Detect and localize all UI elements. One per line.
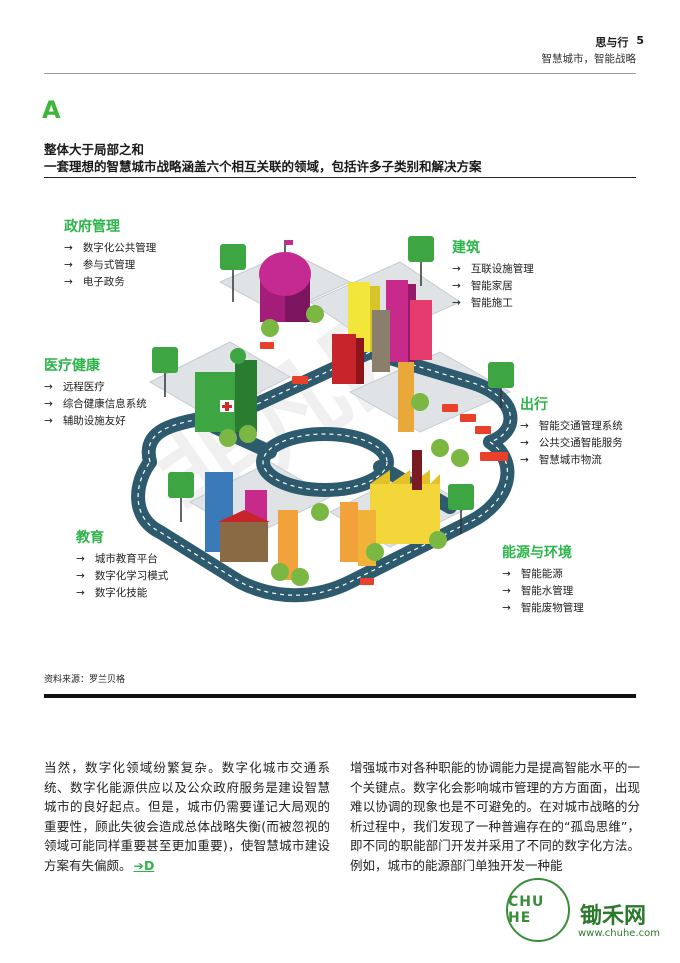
list-item: →辅助设施友好: [44, 415, 126, 427]
list-item: →智慧城市物流: [520, 454, 602, 466]
section-subheading: 一套理想的智慧城市战略涵盖六个相互关联的领域，包括许多子类别和解决方案: [44, 159, 482, 174]
category-energy: 能源与环境 →智能能源 →智能水管理 →智能废物管理: [502, 542, 584, 617]
list-item: →智能家居: [452, 280, 513, 292]
list-item: →智能废物管理: [502, 602, 584, 614]
section-heading: 整体大于局部之和: [44, 142, 145, 157]
page-number: 5: [636, 34, 644, 47]
list-item: →数字化技能: [76, 587, 148, 599]
list-item: →智能施工: [452, 297, 513, 309]
category-title: 能源与环境: [502, 545, 572, 561]
heading-rule: [44, 177, 636, 178]
list-item: →互联设施管理: [452, 263, 534, 275]
list-item: →数字化学习模式: [76, 570, 169, 582]
category-government: 政府管理 →数字化公共管理 →参与式管理 →电子政务: [64, 216, 156, 291]
site-logo-name: 锄禾网: [580, 904, 647, 929]
header-rule: [44, 73, 636, 74]
header-title: 思与行: [595, 36, 629, 49]
list-item: →数字化公共管理: [64, 242, 157, 254]
category-title: 政府管理: [64, 219, 120, 235]
body-column-left: 当然，数字化领域纷繁复杂。数字化城市交通系统、数字化能源供应以及公众政府服务是建…: [44, 760, 330, 873]
running-header: 思与行 5: [595, 34, 644, 50]
category-title: 医疗健康: [44, 358, 100, 374]
chuhe-logo-badge: CHU HE: [506, 878, 570, 942]
category-building: 建筑 →互联设施管理 →智能家居 →智能施工: [452, 237, 534, 312]
list-item: →城市教育平台: [76, 553, 158, 565]
list-item: →公共交通智能服务: [520, 437, 623, 449]
smart-city-illustration: [131, 236, 518, 603]
category-education: 教育 →城市教育平台 →数字化学习模式 →数字化技能: [76, 527, 168, 602]
list-item: →智能水管理: [502, 585, 574, 597]
category-health: 医疗健康 →远程医疗 →综合健康信息系统 →辅助设施友好: [44, 355, 147, 430]
list-item: →参与式管理: [64, 259, 136, 271]
body-column-right: 增强城市对各种职能的协调能力是提高智能水平的一个关键点。数字化会影响城市管理的方…: [350, 760, 640, 873]
category-title: 教育: [76, 530, 104, 546]
list-item: →智能能源: [502, 568, 563, 580]
category-title: 建筑: [452, 240, 480, 256]
section-bottom-rule: [44, 694, 636, 698]
section-letter: A: [42, 96, 61, 124]
source-note: 资料来源：罗兰贝格: [44, 675, 126, 685]
site-logo-url: www.chuhe.com: [578, 928, 660, 939]
list-item: →电子政务: [64, 276, 125, 288]
list-item: →综合健康信息系统: [44, 398, 147, 410]
list-item: →智能交通管理系统: [520, 420, 623, 432]
cross-reference-link[interactable]: ➔D: [133, 857, 155, 873]
header-subtitle: 智慧城市，智能战略: [541, 53, 637, 65]
category-title: 出行: [520, 397, 548, 413]
category-mobility: 出行 →智能交通管理系统 →公共交通智能服务 →智慧城市物流: [520, 394, 623, 469]
list-item: →远程医疗: [44, 381, 105, 393]
